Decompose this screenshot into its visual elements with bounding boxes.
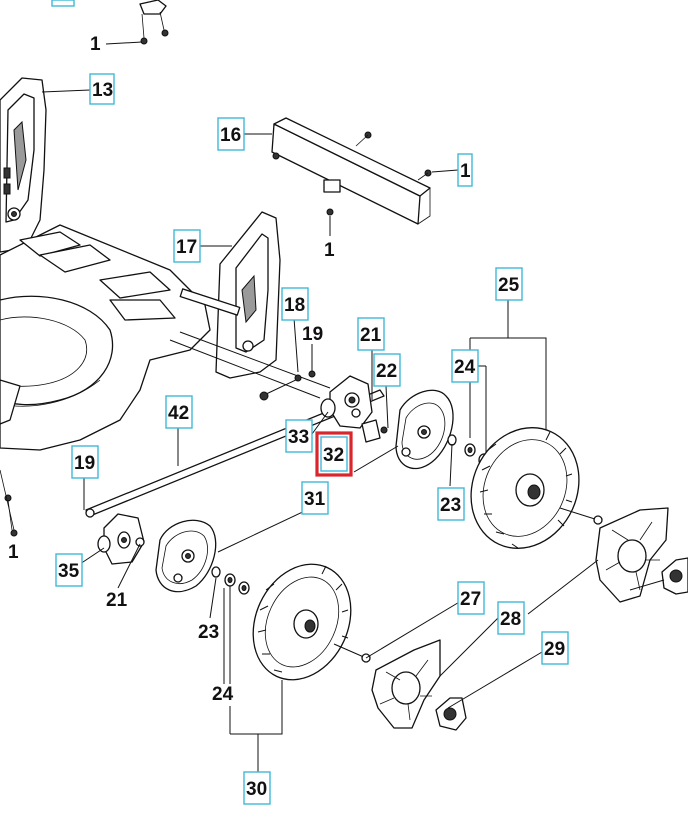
leader-lines bbox=[41, 41, 665, 772]
callout-35: 35 bbox=[55, 553, 83, 587]
gear-housing-right bbox=[320, 375, 388, 443]
label-25: 25 bbox=[498, 275, 520, 296]
callout-24-right: 24 bbox=[451, 349, 479, 383]
callout-29: 29 bbox=[541, 631, 569, 665]
label-16: 16 bbox=[220, 125, 241, 146]
label-27: 27 bbox=[460, 589, 481, 610]
callout-18: 18 bbox=[281, 287, 309, 321]
label-1-right: 1 bbox=[460, 161, 471, 182]
callout-32-highlighted[interactable]: 32 bbox=[315, 431, 353, 477]
callout-19-left: 19 bbox=[71, 445, 99, 479]
callout-27: 27 bbox=[457, 581, 485, 615]
gear-housing-left bbox=[97, 513, 145, 565]
callout-17: 17 bbox=[173, 229, 201, 263]
callout-30: 30 bbox=[243, 771, 271, 805]
label-42: 42 bbox=[168, 403, 189, 424]
label-21-top: 21 bbox=[360, 325, 382, 346]
callout-13: 13 bbox=[89, 73, 115, 105]
label-13: 13 bbox=[92, 80, 113, 101]
callout-31: 31 bbox=[301, 481, 329, 515]
wheel-cover-right bbox=[595, 507, 669, 603]
label-29: 29 bbox=[544, 639, 565, 660]
callout-25: 25 bbox=[495, 267, 523, 301]
mower-deck bbox=[0, 224, 211, 537]
label-1-top: 1 bbox=[90, 34, 101, 55]
label-28: 28 bbox=[500, 609, 521, 630]
label-19-left: 19 bbox=[74, 453, 95, 474]
hub-cap-right bbox=[395, 389, 454, 470]
label-1-left: 1 bbox=[8, 542, 19, 563]
wheel-left bbox=[252, 563, 371, 681]
wheel-right bbox=[470, 427, 603, 549]
label-33: 33 bbox=[288, 427, 309, 448]
callout-23-right: 23 bbox=[437, 487, 465, 521]
bolts-center bbox=[259, 370, 316, 401]
rear-bar bbox=[271, 117, 432, 225]
hub-nut-left bbox=[435, 697, 467, 731]
washers-left bbox=[211, 566, 250, 595]
label-31: 31 bbox=[304, 489, 326, 510]
label-19-top: 19 bbox=[302, 324, 323, 345]
callout-22: 22 bbox=[373, 353, 401, 387]
top-fragments bbox=[51, 0, 169, 45]
hub-nut-right bbox=[661, 557, 688, 595]
callout-16: 16 bbox=[217, 117, 245, 151]
label-30: 30 bbox=[246, 779, 267, 800]
label-32: 32 bbox=[323, 445, 344, 466]
callout-21-top: 21 bbox=[357, 317, 385, 351]
callout-33: 33 bbox=[285, 419, 313, 453]
label-1-bracket: 1 bbox=[324, 240, 335, 261]
label-17: 17 bbox=[176, 237, 197, 258]
label-35: 35 bbox=[58, 561, 80, 582]
callout-28: 28 bbox=[497, 601, 525, 635]
hub-cap-left bbox=[155, 519, 217, 593]
handle-bracket-17 bbox=[169, 211, 331, 399]
label-21-bottom: 21 bbox=[106, 590, 128, 611]
callout-1-right: 1 bbox=[457, 153, 473, 187]
wheel-cover-left bbox=[371, 639, 441, 729]
label-18: 18 bbox=[284, 295, 305, 316]
callout-42: 42 bbox=[165, 395, 193, 429]
label-24-right: 24 bbox=[454, 357, 476, 378]
label-22: 22 bbox=[376, 361, 397, 382]
handle-bracket-left bbox=[0, 77, 47, 253]
label-24-bottom: 24 bbox=[212, 684, 234, 705]
label-23-right: 23 bbox=[440, 495, 461, 516]
label-23-bottom: 23 bbox=[198, 622, 219, 643]
